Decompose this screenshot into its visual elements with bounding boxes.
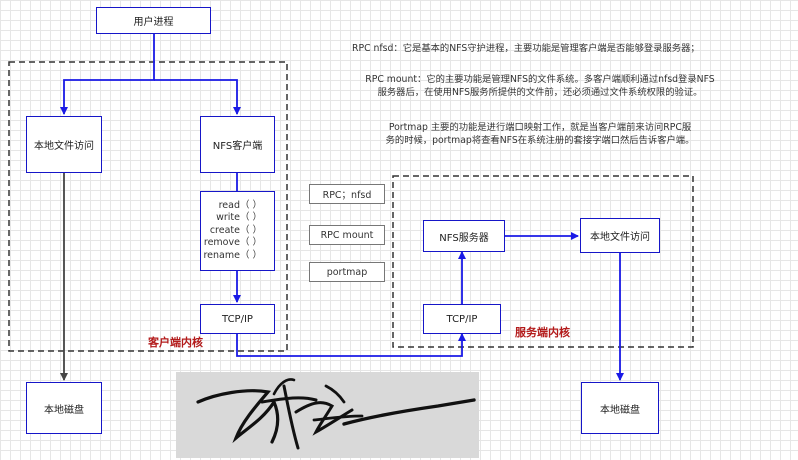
- note-rpc-nfsd: RPC nfsd：它是基本的NFS守护进程，主要功能是管理客户端是否能够登录服务…: [352, 43, 700, 54]
- note-portmap: Portmap 主要的功能是进行端口映射工作，就是当客户端前来访问RPC服 务的…: [340, 121, 740, 147]
- op-create: create（ ）: [209, 224, 262, 236]
- arrow-user-to-nfs: [154, 79, 241, 115]
- operations-box: read（ ） write（ ） create（ ） remove（ ） ren…: [200, 191, 275, 271]
- server-local-file-access-box: 本地文件访问: [580, 218, 660, 253]
- protocol-rpc-nfsd: RPC；nfsd: [309, 184, 385, 204]
- nfs-client-label: NFS客户端: [212, 141, 263, 152]
- signature-image: [176, 372, 479, 458]
- op-write: write（ ）: [216, 212, 262, 224]
- note-portmap-line2: 务的时候，portmap将查看NFS在系统注册的套接字端口然后告诉客户端。: [385, 135, 695, 146]
- client-tcpip-label: TCP/IP: [222, 313, 253, 325]
- nfs-client-box: NFS客户端: [200, 116, 275, 173]
- client-local-disk-box: 本地磁盘: [26, 382, 102, 434]
- arrow-user-to-local: [60, 34, 155, 115]
- op-remove: remove（ ）: [203, 237, 262, 249]
- server-kernel-region: [392, 175, 694, 348]
- nfs-server-label: NFS服务器: [439, 232, 489, 244]
- protocol-portmap-label: portmap: [326, 266, 368, 278]
- user-process-box: 用户进程: [96, 7, 211, 34]
- user-process-label: 用户进程: [133, 17, 174, 28]
- client-kernel-region: [8, 61, 288, 352]
- client-tcpip-box: TCP/IP: [200, 304, 275, 334]
- client-kernel-label: 客户端内核: [148, 336, 203, 349]
- protocol-rpc-nfsd-label: RPC；nfsd: [322, 190, 372, 201]
- server-local-disk-box: 本地磁盘: [581, 382, 659, 434]
- client-local-file-access-label: 本地文件访问: [34, 141, 94, 152]
- protocol-rpc-mount-label: RPC mount: [320, 229, 374, 241]
- server-kernel-label: 服务端内核: [515, 326, 570, 339]
- nfs-server-box: NFS服务器: [423, 220, 505, 252]
- arrow-client-tcp-to-server-tcp: [236, 333, 466, 357]
- op-rename: rename（ ）: [203, 249, 262, 261]
- server-tcpip-box: TCP/IP: [423, 304, 501, 334]
- note-portmap-line1: Portmap 主要的功能是进行端口映射工作，就是当客户端前来访问RPC服: [388, 122, 692, 133]
- server-local-file-access-label: 本地文件访问: [590, 232, 650, 243]
- op-read: read（ ）: [218, 199, 262, 211]
- note-rpc-mount: RPC mount：它的主要功能是管理NFS的文件系统。多客户端顺利通过nfsd…: [340, 73, 740, 99]
- server-tcpip-label: TCP/IP: [446, 313, 478, 325]
- note-rpc-mount-line2: 服务器后，在使用NFS服务所提供的文件前，还必须通过文件系统权限的验证。: [377, 87, 703, 98]
- client-local-disk-label: 本地磁盘: [44, 404, 84, 416]
- protocol-rpc-mount: RPC mount: [309, 225, 385, 245]
- server-local-disk-label: 本地磁盘: [600, 404, 640, 416]
- client-local-file-access-box: 本地文件访问: [26, 116, 102, 173]
- protocol-portmap: portmap: [309, 262, 385, 282]
- note-rpc-mount-line1: RPC mount：它的主要功能是管理NFS的文件系统。多客户端顺利通过nfsd…: [365, 74, 715, 85]
